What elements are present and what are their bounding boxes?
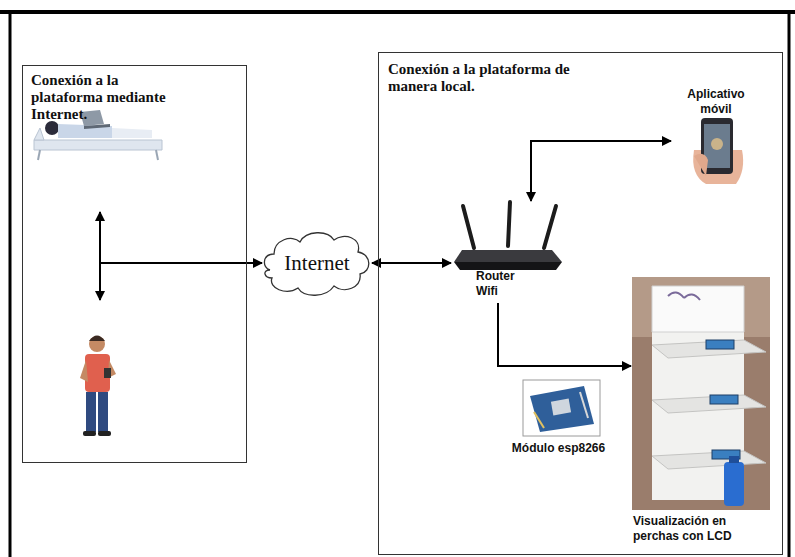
device-label: Aplicativo móvil (671, 87, 761, 117)
shelf-photo (632, 277, 770, 510)
module-picture (523, 380, 600, 436)
device-node: Módulo esp8266 (501, 379, 618, 469)
frame-left (9, 12, 12, 557)
region-box: Conexión a la plataforma mediante Intern… (22, 65, 247, 463)
connector-arrow (247, 262, 262, 264)
router-picture (454, 202, 562, 270)
device-label: Router Wifi (476, 269, 538, 299)
connector-arrow (531, 141, 671, 201)
region-heading: Conexión a la plataforma mediante Intern… (31, 72, 181, 123)
connector-arrow (372, 262, 451, 264)
region-box: Conexión a la plataforma de manera local… (378, 52, 783, 555)
device-label: Módulo esp8266 (501, 441, 616, 456)
cloud-node: Internet (262, 228, 372, 298)
frame-top (0, 10, 795, 14)
connector-arrow (498, 303, 631, 366)
cloud-shape (264, 233, 368, 296)
frame-right (788, 12, 791, 557)
device-label: Visualización en perchas con LCD (633, 514, 774, 544)
person-standing (80, 336, 116, 437)
double-arrow (99, 212, 101, 300)
device-node: Visualización en perchas con LCD (631, 276, 776, 551)
device-node: Router Wifi (451, 201, 566, 303)
region-heading: Conexión a la plataforma de manera local… (388, 61, 603, 95)
phone-picture (693, 118, 743, 184)
branch-line (100, 262, 247, 264)
cloud-label: Internet (269, 251, 365, 275)
device-node: Aplicativo móvil (671, 87, 763, 187)
